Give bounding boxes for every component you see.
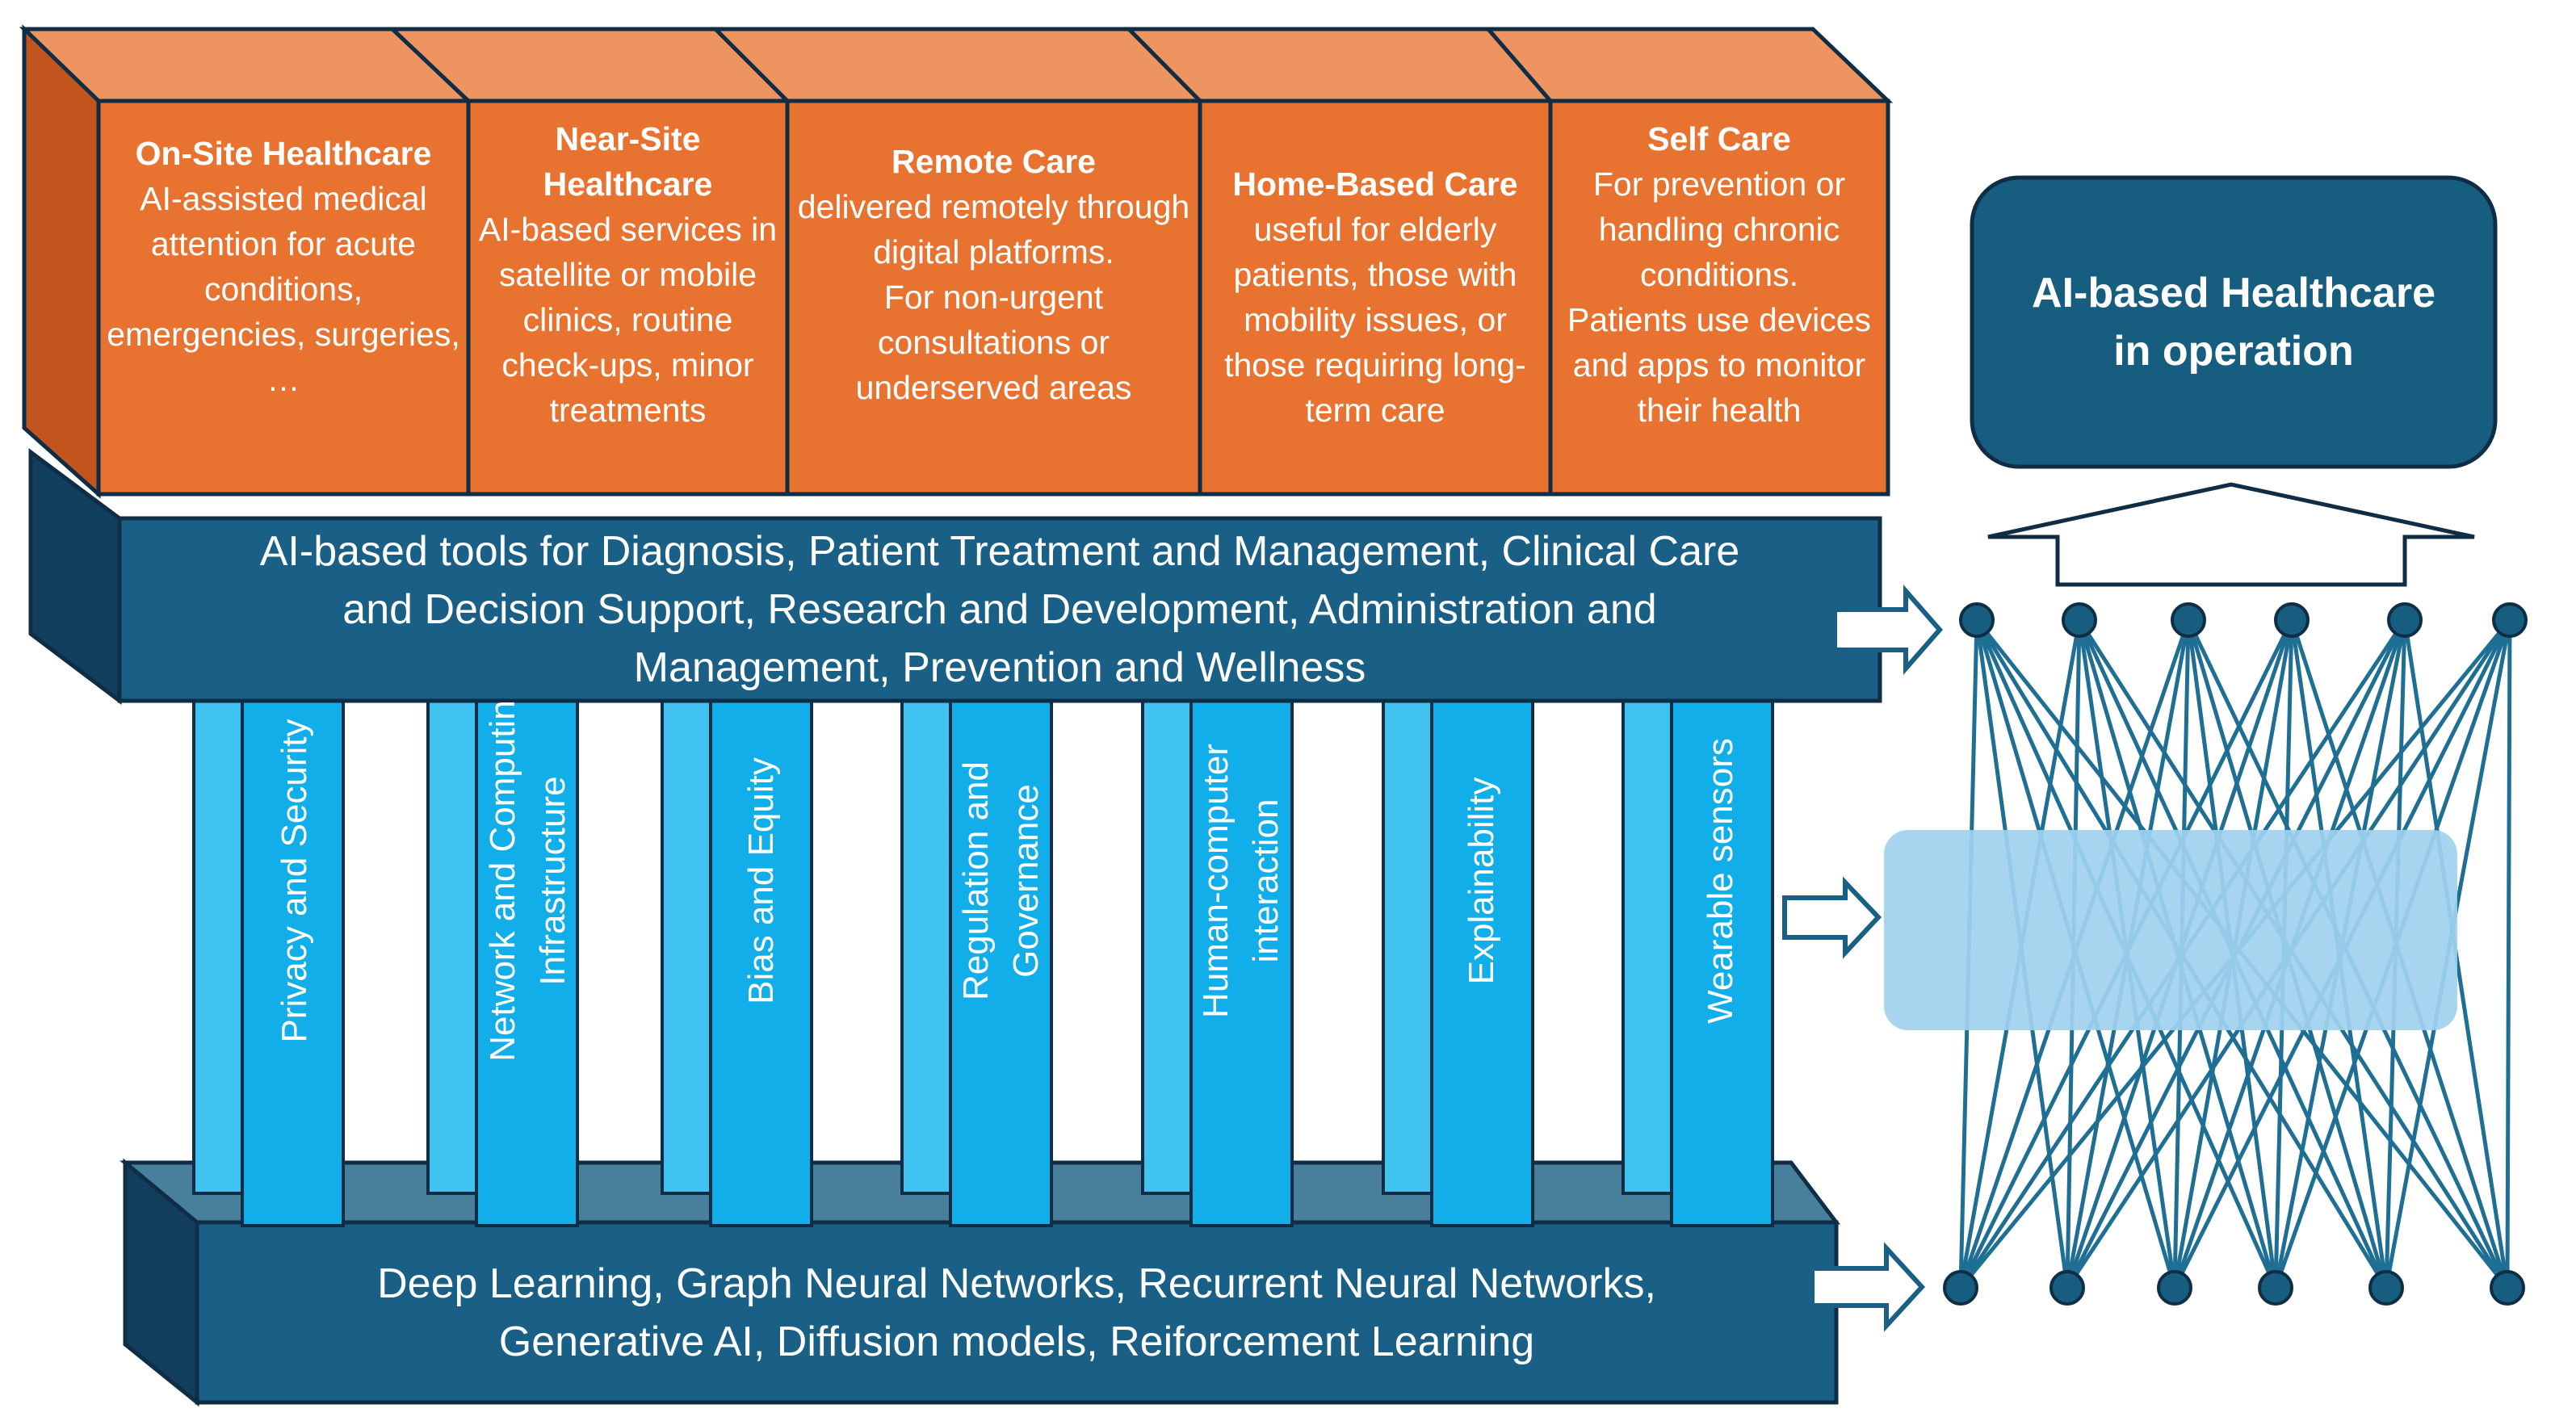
care-remote-body: delivered remotely through digital platf… — [797, 188, 1190, 406]
care-near-site-title: Near-Site Healthcare — [543, 120, 713, 203]
care-self-body: For prevention or handling chronic condi… — [1567, 166, 1872, 429]
pillar-label-privacy: Privacy and Security — [275, 719, 314, 1043]
neural-network-nodes — [1943, 602, 2528, 1306]
network-edge — [2505, 619, 2512, 1289]
foundation-band-text: Deep Learning, Graph Neural Networks, Re… — [377, 1260, 1656, 1365]
care-on-site-body: AI-assisted medical attention for acute … — [107, 180, 460, 398]
pillar-side-network — [426, 699, 478, 1195]
pillar-bias — [709, 699, 813, 1227]
tools-band — [28, 448, 1882, 706]
network-node-top — [2387, 602, 2423, 638]
pillars — [192, 699, 1774, 1227]
network-node-bottom — [2368, 1270, 2404, 1306]
care-home-based-title: Home-Based Care — [1232, 166, 1518, 203]
pillar-privacy — [241, 699, 345, 1227]
tools-band-text: AI-based tools for Diagnosis, Patient Tr… — [259, 528, 1740, 691]
pillar-side-privacy — [192, 699, 244, 1195]
care-self: Self Care For prevention or handling chr… — [1552, 116, 1886, 488]
arrow-to-network-bottom — [1810, 1242, 1926, 1332]
arrow-to-network-middle — [1782, 876, 1882, 959]
network-node-bottom — [1943, 1270, 1978, 1306]
care-near-site-body: AI-based services in satellite or mobile… — [478, 211, 778, 429]
pillar-label-network: Network and Computin Infrastructure — [483, 700, 573, 1062]
network-node-top — [2274, 602, 2310, 638]
care-remote-title: Remote Care — [892, 143, 1096, 180]
operation-box — [1970, 175, 2498, 469]
pillar-side-wearable — [1622, 699, 1673, 1195]
arrow-to-network-top — [1832, 585, 1943, 675]
pillar-regulation — [949, 699, 1053, 1227]
pillar-label-wearable: Wearable sensors — [1701, 738, 1740, 1024]
network-node-top — [1959, 602, 1995, 638]
pillar-side-bias — [661, 699, 712, 1195]
network-node-top — [2062, 602, 2097, 638]
care-home-based: Home-Based Care useful for elderly patie… — [1202, 161, 1549, 484]
pillar-side-hci — [1141, 699, 1193, 1195]
network-node-top — [2171, 602, 2206, 638]
pillar-wearable — [1670, 699, 1774, 1227]
care-on-site-title: On-Site Healthcare — [135, 135, 432, 172]
care-near-site: Near-Site Healthcare AI-based services i… — [470, 116, 786, 480]
hidden-layer-band — [1884, 830, 2457, 1030]
network-node-bottom — [2157, 1270, 2192, 1306]
network-node-bottom — [2490, 1270, 2525, 1306]
care-self-title: Self Care — [1647, 120, 1791, 157]
care-blocks — [19, 24, 1894, 499]
network-node-bottom — [2049, 1270, 2085, 1306]
care-home-based-body: useful for elderly patients, those with … — [1224, 211, 1526, 429]
pillar-label-hci: Human-computer interaction — [1196, 744, 1286, 1018]
network-node-bottom — [2258, 1270, 2293, 1306]
network-node-top — [2492, 602, 2528, 638]
pillar-side-regulation — [900, 699, 952, 1195]
pillar-explainability — [1430, 699, 1534, 1227]
pillar-side-explainability — [1382, 699, 1433, 1195]
care-on-site: On-Site Healthcare AI-assisted medical a… — [100, 131, 467, 470]
arrow-up-to-operation — [1987, 482, 2475, 587]
care-remote: Remote Care delivered remotely through d… — [789, 139, 1198, 478]
operation-box-text: AI-based Healthcare in operation — [2032, 270, 2435, 375]
pillar-network — [475, 699, 579, 1227]
pillar-label-bias: Bias and Equity — [741, 757, 781, 1004]
pillar-label-regulation: Regulation and Governance — [956, 761, 1046, 1001]
pillar-hci — [1189, 699, 1294, 1227]
pillar-label-explainability: Explainability — [1462, 777, 1501, 985]
